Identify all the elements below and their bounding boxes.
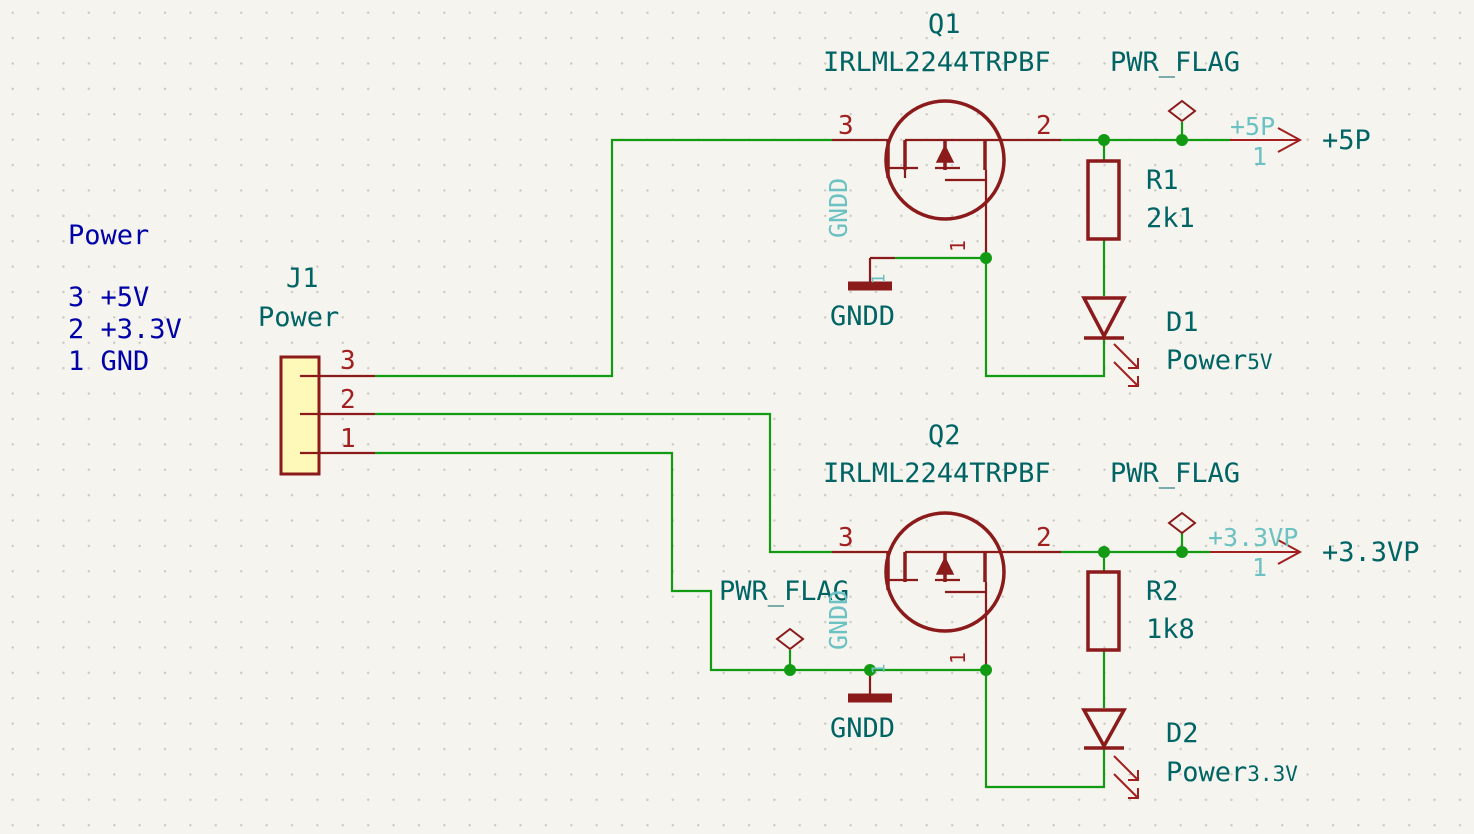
junction-dot (1176, 134, 1188, 146)
led-d1[interactable] (1081, 296, 1139, 387)
mosfet-q1[interactable] (832, 99, 1061, 258)
j1-pin-1-number: 1 (340, 424, 356, 454)
mosfet-q2-arrow-icon (935, 556, 955, 575)
pwr-flag-2-diamond-icon[interactable] (1167, 511, 1197, 535)
q1-pin-gate: 3 (838, 111, 854, 141)
net-3v3p-pin-number: 1 (1252, 553, 1268, 582)
led-d2-emission-icon (1113, 755, 1139, 799)
junction-dot (980, 252, 992, 264)
j1-reference: J1 (286, 263, 319, 294)
mosfet-q2[interactable] (832, 511, 1061, 670)
q1-pin-source: 1 (946, 239, 971, 253)
note-line-2: 2 +3.3V (68, 314, 182, 345)
q2-reference: Q2 (928, 420, 961, 451)
pwr-flag-3-diamond-icon[interactable] (775, 627, 805, 651)
resistor-r2[interactable] (1086, 570, 1121, 652)
led-d2[interactable] (1081, 708, 1139, 799)
pwr-flag-1-label: PWR_FLAG (1110, 47, 1241, 78)
net-5p-label: +5P (1322, 125, 1371, 156)
led-d2-triangle (1081, 708, 1127, 750)
q2-value: IRLML2244TRPBF (823, 458, 1051, 489)
gndd-2-pin-name: GNDD (824, 589, 853, 650)
r2-reference: R2 (1146, 576, 1179, 607)
d2-value-main: Power (1166, 757, 1248, 788)
q2-pin-source: 1 (946, 651, 971, 665)
d2-value: Power3.3V (1166, 759, 1298, 786)
q2-pin-gate: 3 (838, 523, 854, 553)
d1-reference: D1 (1166, 307, 1199, 338)
connector-j1[interactable] (279, 355, 375, 476)
wire-j1-pin2-to-q2-gate (375, 412, 832, 554)
net-3v3p-pin-name: +3.3VP (1208, 523, 1299, 552)
pwr-flag-2-label: PWR_FLAG (1110, 458, 1241, 489)
led-d1-emission-icon (1113, 343, 1139, 387)
gndd-symbol-1[interactable] (848, 256, 895, 291)
resistor-r1[interactable] (1086, 159, 1121, 241)
gndd-1-pin-number: 1 (868, 273, 890, 285)
pwr-flag-3-label: PWR_FLAG (719, 576, 850, 607)
j1-value: Power (258, 302, 340, 333)
q1-pin-drain: 2 (1036, 111, 1052, 141)
wire-j1-pin1-to-gnd (375, 451, 986, 672)
gndd-2-pin-number: 1 (868, 663, 890, 675)
wire-j1-pin3-to-q1-gate (375, 138, 832, 378)
junction-dot (864, 664, 876, 676)
gndd-2-label: GNDD (830, 713, 896, 744)
note-line-1: 3 +5V (68, 282, 150, 313)
d1-value: Power5V (1166, 347, 1273, 374)
gndd-1-pin-name: GNDD (824, 177, 853, 238)
d1-value-sub: 5V (1247, 350, 1273, 374)
j1-pin-2-number: 2 (340, 385, 356, 415)
r2-value: 1k8 (1146, 614, 1195, 645)
d2-value-sub: 3.3V (1247, 762, 1298, 786)
net-5p-pin-name: +5P (1230, 112, 1276, 141)
r1-reference: R1 (1146, 165, 1179, 196)
led-d1-triangle (1081, 296, 1127, 340)
wire-q2-source-to-d2 (984, 670, 1106, 789)
mosfet-q1-arrow-icon (935, 144, 955, 163)
q1-reference: Q1 (928, 9, 961, 40)
junction-dot (1098, 134, 1110, 146)
j1-pin-3-number: 3 (340, 346, 356, 376)
q2-pin-drain: 2 (1036, 523, 1052, 553)
net-5p-pin-number: 1 (1252, 142, 1268, 171)
d1-value-main: Power (1166, 345, 1248, 376)
connector-j1-body (279, 355, 321, 476)
junction-dot (1098, 546, 1110, 558)
mosfet-q1-circle (884, 99, 1006, 221)
junctions (784, 134, 1188, 676)
junction-dot (1176, 546, 1188, 558)
gndd-1-label: GNDD (830, 301, 896, 332)
pwr-flag-1-diamond-icon[interactable] (1167, 99, 1197, 123)
q1-value: IRLML2244TRPBF (823, 47, 1051, 78)
junction-dot (784, 664, 796, 676)
mosfet-q2-circle (884, 511, 1006, 633)
note-title: Power (68, 220, 150, 251)
net-3v3p-label: +3.3VP (1322, 537, 1420, 568)
d2-reference: D2 (1166, 718, 1199, 749)
junction-dot (980, 664, 992, 676)
r1-value: 2k1 (1146, 203, 1195, 234)
note-line-3: 1 GND (68, 346, 150, 377)
wire-q1-source-to-d1 (984, 258, 1106, 378)
wires (375, 122, 1230, 789)
